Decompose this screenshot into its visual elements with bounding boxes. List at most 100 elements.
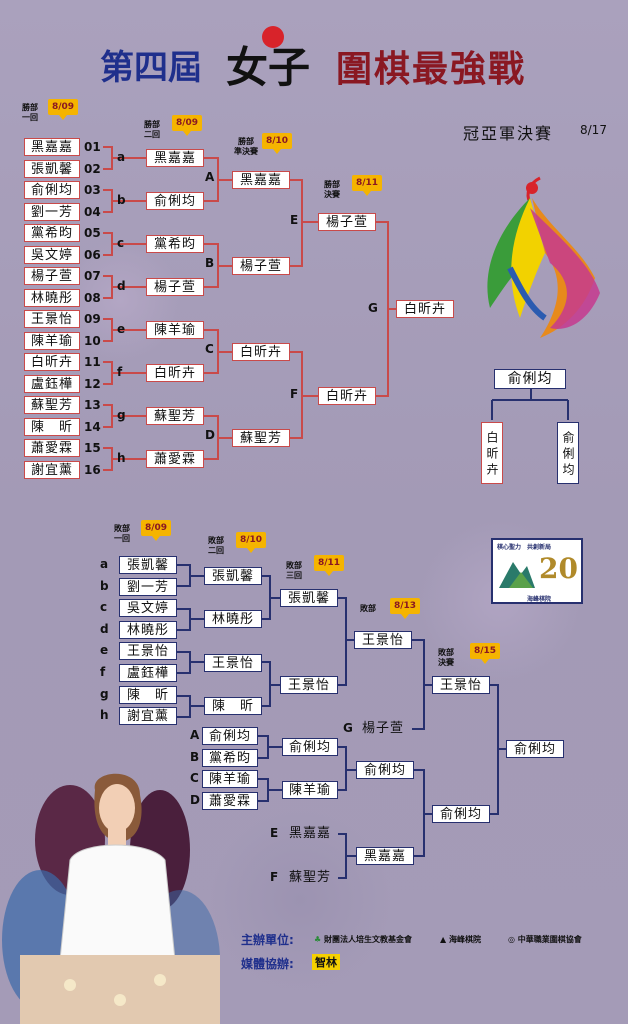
w-r2-letter: h <box>117 451 126 465</box>
w-r2-letter: c <box>117 236 125 250</box>
w-r4-player: 楊子萱 <box>318 213 376 231</box>
page-title: 第四屆 女子 圍棋最強戰 <box>0 26 628 92</box>
w-r1-seed: 11 <box>84 355 101 369</box>
l-r1-player: 劉一芳 <box>119 577 177 596</box>
badge-top-text: 棋心聖力 共創新局 <box>497 544 552 551</box>
l-r2-player: 林曉彤 <box>204 610 262 629</box>
w-r2-letter: a <box>117 150 126 164</box>
w-r1-player: 白昕卉 <box>24 353 80 371</box>
host-3-name: 中華職業圍棋協會 <box>517 935 582 944</box>
l-r1-letter: b <box>100 578 109 593</box>
w-r3-player: 白昕卉 <box>232 343 290 361</box>
w-r1-seed: 02 <box>84 161 101 176</box>
w-r1-player: 林曉彤 <box>24 288 80 307</box>
l-r1-letter: h <box>100 708 109 723</box>
l-r1-player: 王景怡 <box>119 642 177 661</box>
l-r2-player: 張凱馨 <box>204 567 262 585</box>
host-1: ♣ 財團法人培生文教基金會 <box>314 934 412 945</box>
w-r1-seed: 16 <box>84 462 101 477</box>
w-r1-player: 黨希昀 <box>24 224 80 242</box>
w-r4-letter: F <box>290 387 299 401</box>
w-round3-date: 8/10 <box>262 133 292 154</box>
l-round5-label: 敗部決賽 <box>438 648 454 667</box>
l-side-r2-player: 陳羊瑜 <box>282 781 338 799</box>
l-round2-label: 敗部二回 <box>208 536 224 555</box>
host-2: ▲ 海峰棋院 <box>440 934 481 945</box>
w-r1-seed: 08 <box>84 290 101 305</box>
l-r1-player: 謝宜薰 <box>119 707 177 726</box>
w-round2-date: 8/09 <box>172 115 202 136</box>
final-title: 冠亞軍決賽 <box>463 124 554 143</box>
l-r1-letter: a <box>100 557 109 571</box>
l-round1-label: 敗部一回 <box>114 524 130 543</box>
w-r2-letter: b <box>117 193 126 207</box>
w-r1-player: 謝宜薰 <box>24 460 80 479</box>
l-r3-player: 王景怡 <box>280 676 338 694</box>
l-r1-player: 陳 昕 <box>119 685 177 704</box>
w-r1-seed: 13 <box>84 398 101 412</box>
l-final-top: 王景怡 <box>432 676 490 694</box>
w-r1-player: 楊子萱 <box>24 267 80 285</box>
w-r1-player: 黑嘉嘉 <box>24 138 80 156</box>
cpga-icon: ◎ <box>508 935 515 944</box>
w-r1-seed: 06 <box>84 247 101 262</box>
l-winner: 俞俐均 <box>506 740 564 758</box>
host-1-name: 財團法人培生文教基金會 <box>323 935 412 944</box>
l-g-player: 楊子萱 <box>361 721 404 736</box>
w-r3-letter: C <box>205 342 214 356</box>
w-r1-seed: 05 <box>84 226 101 240</box>
l-r1-letter: g <box>100 686 109 701</box>
l-side-r3-player: 俞俐均 <box>356 761 414 779</box>
w-r1-seed: 15 <box>84 441 101 455</box>
l-round3-label: 敗部三回 <box>286 561 302 580</box>
w-r1-player: 俞俐均 <box>24 181 80 199</box>
l-side-r2-player: 俞俐均 <box>282 738 338 756</box>
w-r1-player: 蕭愛霖 <box>24 439 80 457</box>
anniversary-badge: 棋心聖力 共創新局 20 海峰棋院 <box>491 538 583 604</box>
l-round3-date: 8/11 <box>314 555 344 576</box>
l-side-player: 俞俐均 <box>202 727 258 745</box>
champion-box: 俞俐均 <box>494 369 566 389</box>
w-r1-player: 張凱馨 <box>24 159 80 178</box>
l-r2-player: 王景怡 <box>204 653 262 672</box>
host-3: ◎ 中華職業圍棋協會 <box>508 934 582 945</box>
w-r1-player: 盧鈺樺 <box>24 374 80 393</box>
l-semi: 俞俐均 <box>432 805 490 823</box>
w-r3-letter: D <box>205 428 215 442</box>
w-round4-label: 勝部決賽 <box>324 180 340 199</box>
w-round2-label: 勝部二回 <box>144 120 160 139</box>
title-women: 女子 <box>226 43 311 92</box>
w-r1-seed: 12 <box>84 376 101 391</box>
title-suffix: 圍棋最強戰 <box>336 48 527 90</box>
l-round4-label: 敗部 <box>360 604 376 613</box>
l-r1-letter: d <box>100 621 109 636</box>
clover-icon: ♣ <box>314 935 322 944</box>
w-r1-player: 吳文婷 <box>24 245 80 264</box>
l-r1-letter: e <box>100 643 109 658</box>
w-g-letter: G <box>368 301 378 315</box>
l-side-player: 蕭愛霖 <box>202 791 258 810</box>
w-r1-seed: 14 <box>84 419 101 434</box>
w-r2-player: 黑嘉嘉 <box>146 149 204 167</box>
l-r4-player: 王景怡 <box>354 631 412 649</box>
w-r1-seed: 03 <box>84 183 101 197</box>
l-side-letter: D <box>190 792 200 807</box>
mountain-small-icon: ▲ <box>440 935 447 944</box>
w-r3-letter: A <box>205 170 215 184</box>
w-r3-player: 蘇聖芳 <box>232 429 290 447</box>
media-logo: 智林 <box>312 954 340 970</box>
l-r3-player: 張凱馨 <box>280 589 338 607</box>
w-round3-label: 勝部準決賽 <box>234 137 258 156</box>
player-illustration <box>2 773 220 1024</box>
w-r1-seed: 04 <box>84 204 101 219</box>
l-round4-date: 8/13 <box>390 598 420 619</box>
w-r1-player: 劉一芳 <box>24 202 80 221</box>
l-round2-date: 8/10 <box>236 532 266 553</box>
l-side-player: 黨希昀 <box>202 748 258 767</box>
w-r2-player: 楊子萱 <box>146 278 204 296</box>
w-round1-date: 8/09 <box>48 99 78 120</box>
l-side-player: 陳羊瑜 <box>202 770 258 789</box>
w-round4-date: 8/11 <box>352 175 382 196</box>
w-r3-player: 楊子萱 <box>232 257 290 275</box>
w-r4-letter: E <box>290 213 299 227</box>
